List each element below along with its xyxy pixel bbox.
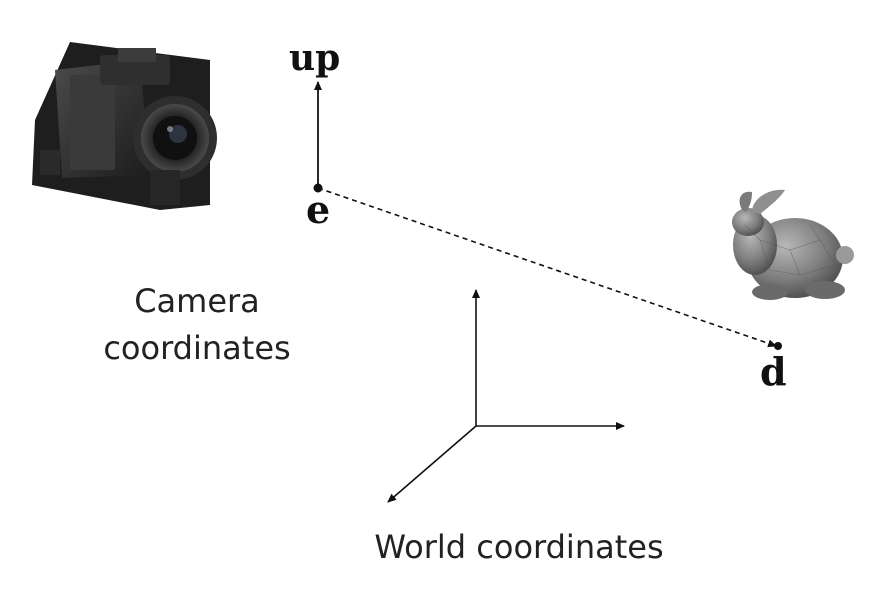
world-z-axis: [387, 425, 477, 503]
eye-point: [313, 183, 323, 193]
look-at-point: [774, 342, 782, 350]
eye-label: e: [306, 187, 330, 232]
camera-coordinates-label-line1: Camera: [134, 282, 260, 320]
camera-coordinates-label-line2: coordinates: [103, 329, 290, 367]
look-at-label: d: [760, 349, 787, 394]
view-direction-dashed-line: [317, 187, 777, 348]
up-label: up: [289, 37, 340, 79]
world-axes: [387, 289, 625, 503]
bunny-image: [732, 189, 854, 300]
camera-image: [32, 42, 217, 210]
world-coordinates-label: World coordinates: [374, 528, 663, 566]
